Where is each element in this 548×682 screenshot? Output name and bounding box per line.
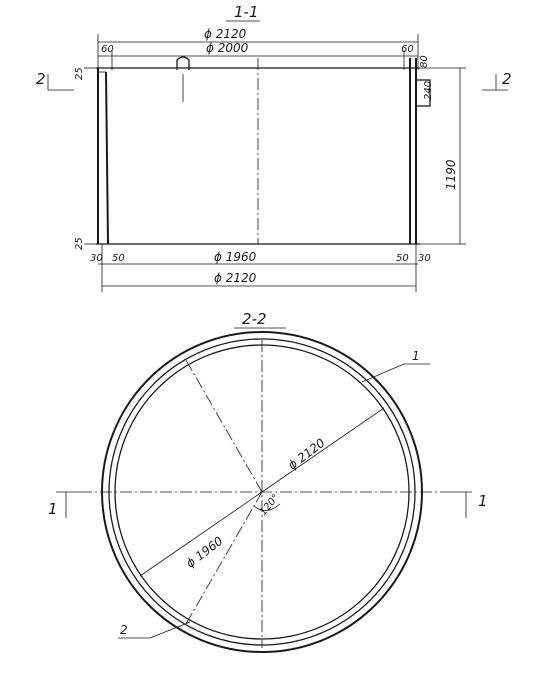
dim-50-left: 50	[112, 253, 125, 264]
dim-outer-diameter: ϕ 2120	[204, 27, 247, 41]
leader-line-2	[149, 621, 191, 639]
dim-inner-diameter: ϕ 2000	[206, 41, 249, 55]
left-wall-inner	[105, 71, 109, 245]
dim-diameter-inner: ϕ 1960	[183, 534, 225, 571]
dim-height: 1190	[444, 159, 458, 190]
right-lug-block	[415, 79, 431, 107]
radial-line-upper	[185, 359, 263, 493]
section-1-title: 1-1	[234, 3, 259, 21]
leader-label-2: 2	[120, 623, 128, 637]
dim-50-right: 50	[396, 253, 409, 264]
dim-lug-80: 80	[419, 55, 430, 68]
dim-bottom-diameter: ϕ 1960	[214, 250, 257, 264]
cut-label-left-2: 2	[36, 70, 46, 88]
dim-bottom-outer-diameter: ϕ 2120	[214, 271, 257, 285]
dim-top-offset: 25	[74, 67, 85, 80]
dim-30-left: 30	[90, 253, 103, 264]
dim-30-right: 30	[418, 253, 431, 264]
section-2-title: 2-2	[242, 310, 267, 328]
leader-line-1	[361, 363, 405, 383]
radial-line-lower	[185, 491, 263, 625]
cut-label-left-1: 1	[48, 500, 58, 518]
leader-diameter-outer	[261, 407, 385, 493]
lifting-lug	[176, 56, 190, 70]
cut-label-right-2: 2	[502, 70, 512, 88]
dim-wall-left-top: 60	[101, 44, 114, 55]
leader-label-1: 1	[412, 349, 420, 363]
leader-diameter-inner	[139, 491, 263, 577]
dim-diameter-outer: ϕ 2120	[285, 436, 327, 473]
section-2-2-view: 2-2 ϕ 2120 ϕ 1960 120° 1 2 1 1	[48, 310, 488, 653]
cut-label-right-1: 1	[478, 492, 488, 510]
dim-bottom-offset: 25	[74, 237, 85, 250]
section-1-1-view: 1-1 ϕ 2120 ϕ 2000 60 60 80 240	[36, 3, 512, 292]
angle-arc	[253, 503, 281, 511]
dim-wall-right-top: 60	[401, 44, 414, 55]
dim-lug-240: 240	[423, 81, 434, 100]
